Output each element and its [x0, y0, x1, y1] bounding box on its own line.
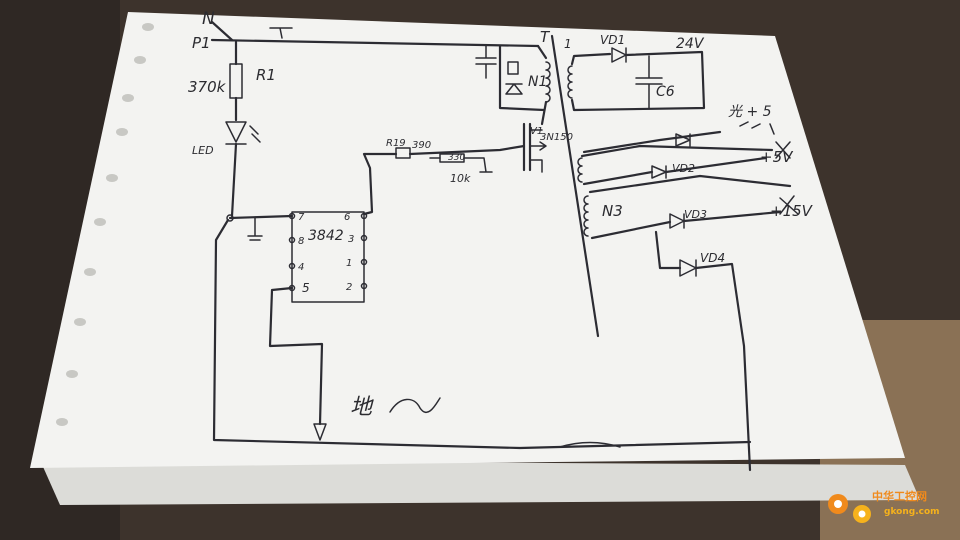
label-c6: C6 [656, 84, 675, 100]
watermark: 中华工控网 gkong.com [828, 489, 940, 523]
bottom-wire-wave [559, 441, 621, 448]
label-led: LED [192, 144, 214, 157]
source-ground [463, 157, 493, 173]
transformer-core [550, 34, 600, 338]
label-ic-3842: 3842 [308, 228, 344, 244]
pin6-gate-line [362, 152, 398, 216]
primary-top [536, 44, 548, 60]
label-r19-value: 390 [412, 140, 431, 151]
label-pin-5: 5 [302, 281, 310, 295]
pin5-ground-line [268, 286, 324, 426]
diode-vd-5v [675, 133, 691, 147]
circuit-wires [210, 20, 799, 472]
secondary-24v-top [570, 52, 612, 66]
snubber-cap [475, 45, 497, 79]
secondary-coil-n3 [583, 195, 589, 237]
paper-sheet [30, 12, 905, 468]
top-rail [210, 38, 540, 48]
label-vd2: VD2 [672, 162, 695, 175]
label-pin-7: 7 [298, 212, 305, 223]
vd4-return [694, 262, 752, 472]
vd4-branch [654, 230, 682, 270]
mosfet-leads [529, 129, 543, 173]
label-r19: R19 [386, 138, 406, 149]
label-vd1: VD1 [600, 33, 625, 47]
label-n1: N1 [528, 74, 547, 90]
secondary-24v-loop [570, 50, 706, 112]
label-pin-8: 8 [298, 236, 304, 247]
secondary-vd2-top [580, 144, 774, 158]
secondary-coil-vd2 [577, 157, 583, 183]
snubber-diode [505, 83, 523, 95]
label-top-output: 光 + 5 [728, 104, 772, 120]
ic-3842-box [291, 211, 365, 303]
label-p1: P1 [192, 34, 211, 52]
mosfet-arrow [529, 141, 547, 151]
label-v1: V1 [530, 126, 543, 137]
output-5v-marks [739, 121, 775, 135]
label-pin-1: 1 [346, 258, 352, 269]
label-pin-4: 4 [298, 262, 304, 273]
label-t: T [540, 28, 551, 46]
label-ground: 地 [350, 395, 374, 420]
n-lead [210, 20, 234, 42]
label-15v: +15V [770, 202, 814, 220]
output-vd3-marks [779, 195, 799, 215]
capacitor-c6 [635, 55, 663, 109]
gate-wire [408, 144, 526, 156]
label-r1-value: 370k [188, 78, 227, 96]
label-vd4: VD4 [700, 251, 725, 265]
label-330: 330 [448, 153, 465, 163]
ground-squiggle [389, 397, 441, 414]
secondary-vd3-line [590, 210, 782, 240]
ground-arrow [313, 423, 327, 441]
watermark-text: 中华工控网 [872, 489, 927, 503]
label-n: N [202, 9, 215, 29]
watermark-url: gkong.com [884, 507, 940, 517]
binder-holes [56, 23, 154, 426]
left-rail-c [230, 142, 238, 218]
secondary-coil-24v [567, 65, 573, 99]
output-vd2-marks [775, 141, 791, 159]
bottom-return [212, 218, 752, 450]
primary-coil-n1 [545, 61, 551, 103]
top-ground-stub [269, 27, 293, 39]
snubber-left [498, 44, 546, 112]
label-24v: 24V [676, 36, 705, 52]
pin7-ground [247, 217, 263, 241]
label-transformer-pin: 1 [564, 37, 572, 51]
label-pin-2: 2 [346, 282, 352, 293]
snubber-resistor [507, 61, 519, 75]
label-n3: N3 [602, 202, 623, 220]
label-pin-3: 3 [348, 234, 354, 245]
label-r1: R1 [256, 66, 276, 84]
led-rays [249, 125, 261, 143]
ic-pin7-wire [228, 214, 294, 220]
secondary-5v-line [582, 130, 722, 154]
label-pin-6: 6 [344, 212, 350, 223]
primary-to-drain [540, 100, 548, 126]
label-5v: +5V [760, 148, 794, 166]
label-10k: 10k [450, 172, 471, 185]
paper-under [40, 460, 920, 505]
label-v1-part: 3N150 [540, 132, 573, 143]
secondary-n3-top [588, 174, 792, 194]
label-vd3: VD3 [684, 208, 707, 221]
secondary-vd2-line [582, 156, 768, 186]
circuit-labels: N P1 R1 370k LED R19 390 330 10k N1 V1 3… [188, 9, 814, 420]
